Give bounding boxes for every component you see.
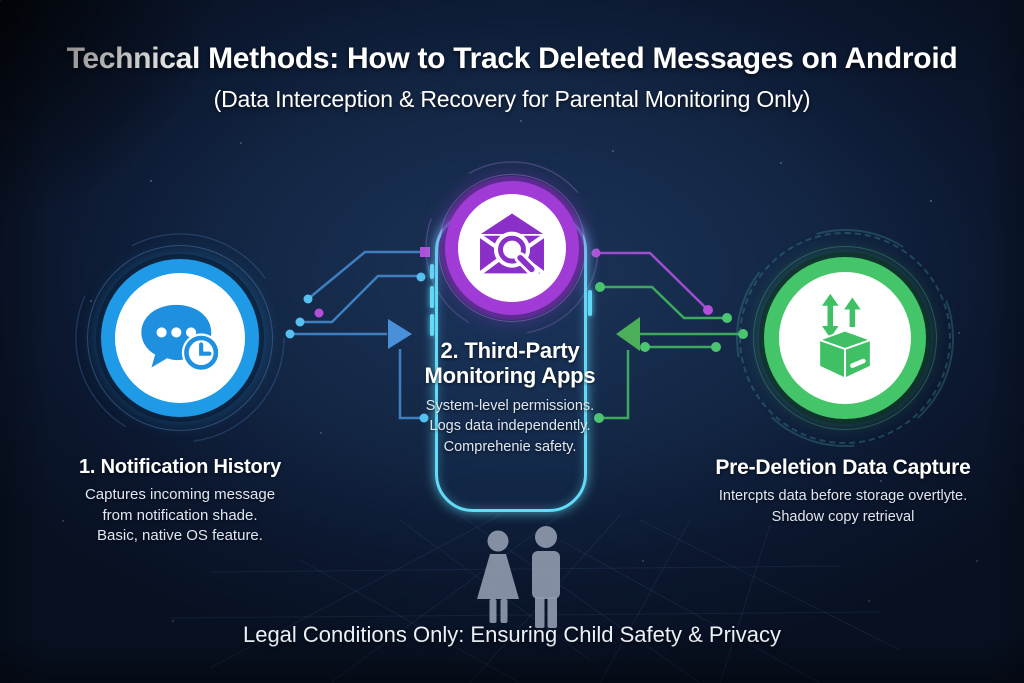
data-capture-node — [739, 232, 951, 444]
page-subtitle: (Data Interception & Recovery for Parent… — [213, 86, 811, 112]
right-arrowhead — [388, 319, 412, 349]
method-heading: 1. Notification History — [78, 456, 282, 478]
footer-disclaimer: Legal Conditions Only: Ensuring Child Sa… — [242, 622, 782, 647]
method-line: Logs data independently. — [429, 418, 591, 435]
family-figures-icon — [477, 526, 560, 628]
notification-history-text: 1. Notification History Captures incomin… — [35, 456, 325, 547]
right-circuit-nodes — [591, 248, 748, 423]
left-circuit-traces — [290, 250, 421, 420]
chat-bubble-clock-icon — [141, 304, 221, 373]
right-circuit-traces — [596, 251, 740, 420]
male-figure-icon — [532, 526, 560, 628]
data-capture-text: Pre-Deletion Data Capture Intercpts data… — [688, 456, 998, 528]
method-line: Comprehenie safety. — [443, 438, 577, 455]
method-line: Captures incoming message — [84, 486, 276, 503]
left-arrowhead — [616, 317, 640, 351]
monitoring-apps-node — [438, 174, 586, 322]
method-heading: Pre-Deletion Data Capture — [715, 456, 971, 479]
phone-side-button — [588, 290, 592, 316]
method-line: Intercpts data before storage overtlyte. — [718, 488, 968, 504]
envelope-magnifier-icon — [478, 213, 546, 277]
phone-side-button — [430, 314, 434, 336]
method-heading: 2. Third-Party Monitoring Apps — [424, 338, 596, 389]
monitoring-apps-text: 2. Third-Party Monitoring Apps System-le… — [408, 338, 612, 457]
star-field — [0, 0, 2, 2]
phone-side-button — [430, 286, 434, 308]
method-line: System-level permissions. — [425, 397, 595, 414]
notification-history-node — [87, 245, 273, 431]
method-line: Basic, native OS feature. — [97, 527, 263, 545]
box-upload-arrows-icon — [816, 293, 874, 380]
method-line: from notification shade. — [102, 506, 258, 524]
left-circuit-nodes — [285, 247, 430, 423]
method-line: Shadow copy retrieval — [771, 509, 915, 526]
page-title: Technical Methods: How to Track Deleted … — [66, 42, 958, 75]
phone-side-button — [430, 264, 434, 279]
female-figure-icon — [477, 530, 519, 623]
